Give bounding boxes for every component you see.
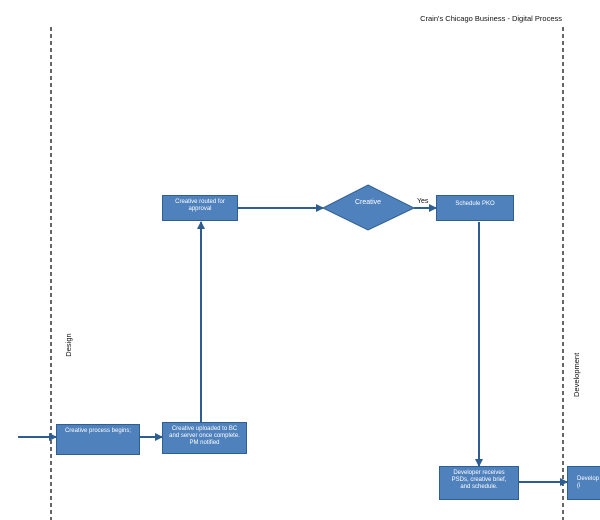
page-title: Crain's Chicago Business - Digital Proce… <box>420 14 562 23</box>
schedule-pko-box[interactable]: Schedule PKO <box>436 195 514 221</box>
creative-begins-box[interactable]: Creative process begins; <box>56 424 140 455</box>
developer-receives-box[interactable]: Developer receives PSDs, creative brief,… <box>439 466 519 500</box>
development-partial-box[interactable]: Develop (i <box>567 466 600 500</box>
decision-diamond[interactable] <box>321 184 416 231</box>
creative-routed-box[interactable]: Creative routed for approval <box>162 195 238 221</box>
lane-label-design: Design <box>64 333 73 357</box>
lane-label-development: Development <box>572 352 581 397</box>
yes-label: Yes <box>417 198 429 205</box>
creative-uploaded-box[interactable]: Creative uploaded to BC and server once … <box>162 422 247 454</box>
decision-label: Creative <box>354 199 382 206</box>
